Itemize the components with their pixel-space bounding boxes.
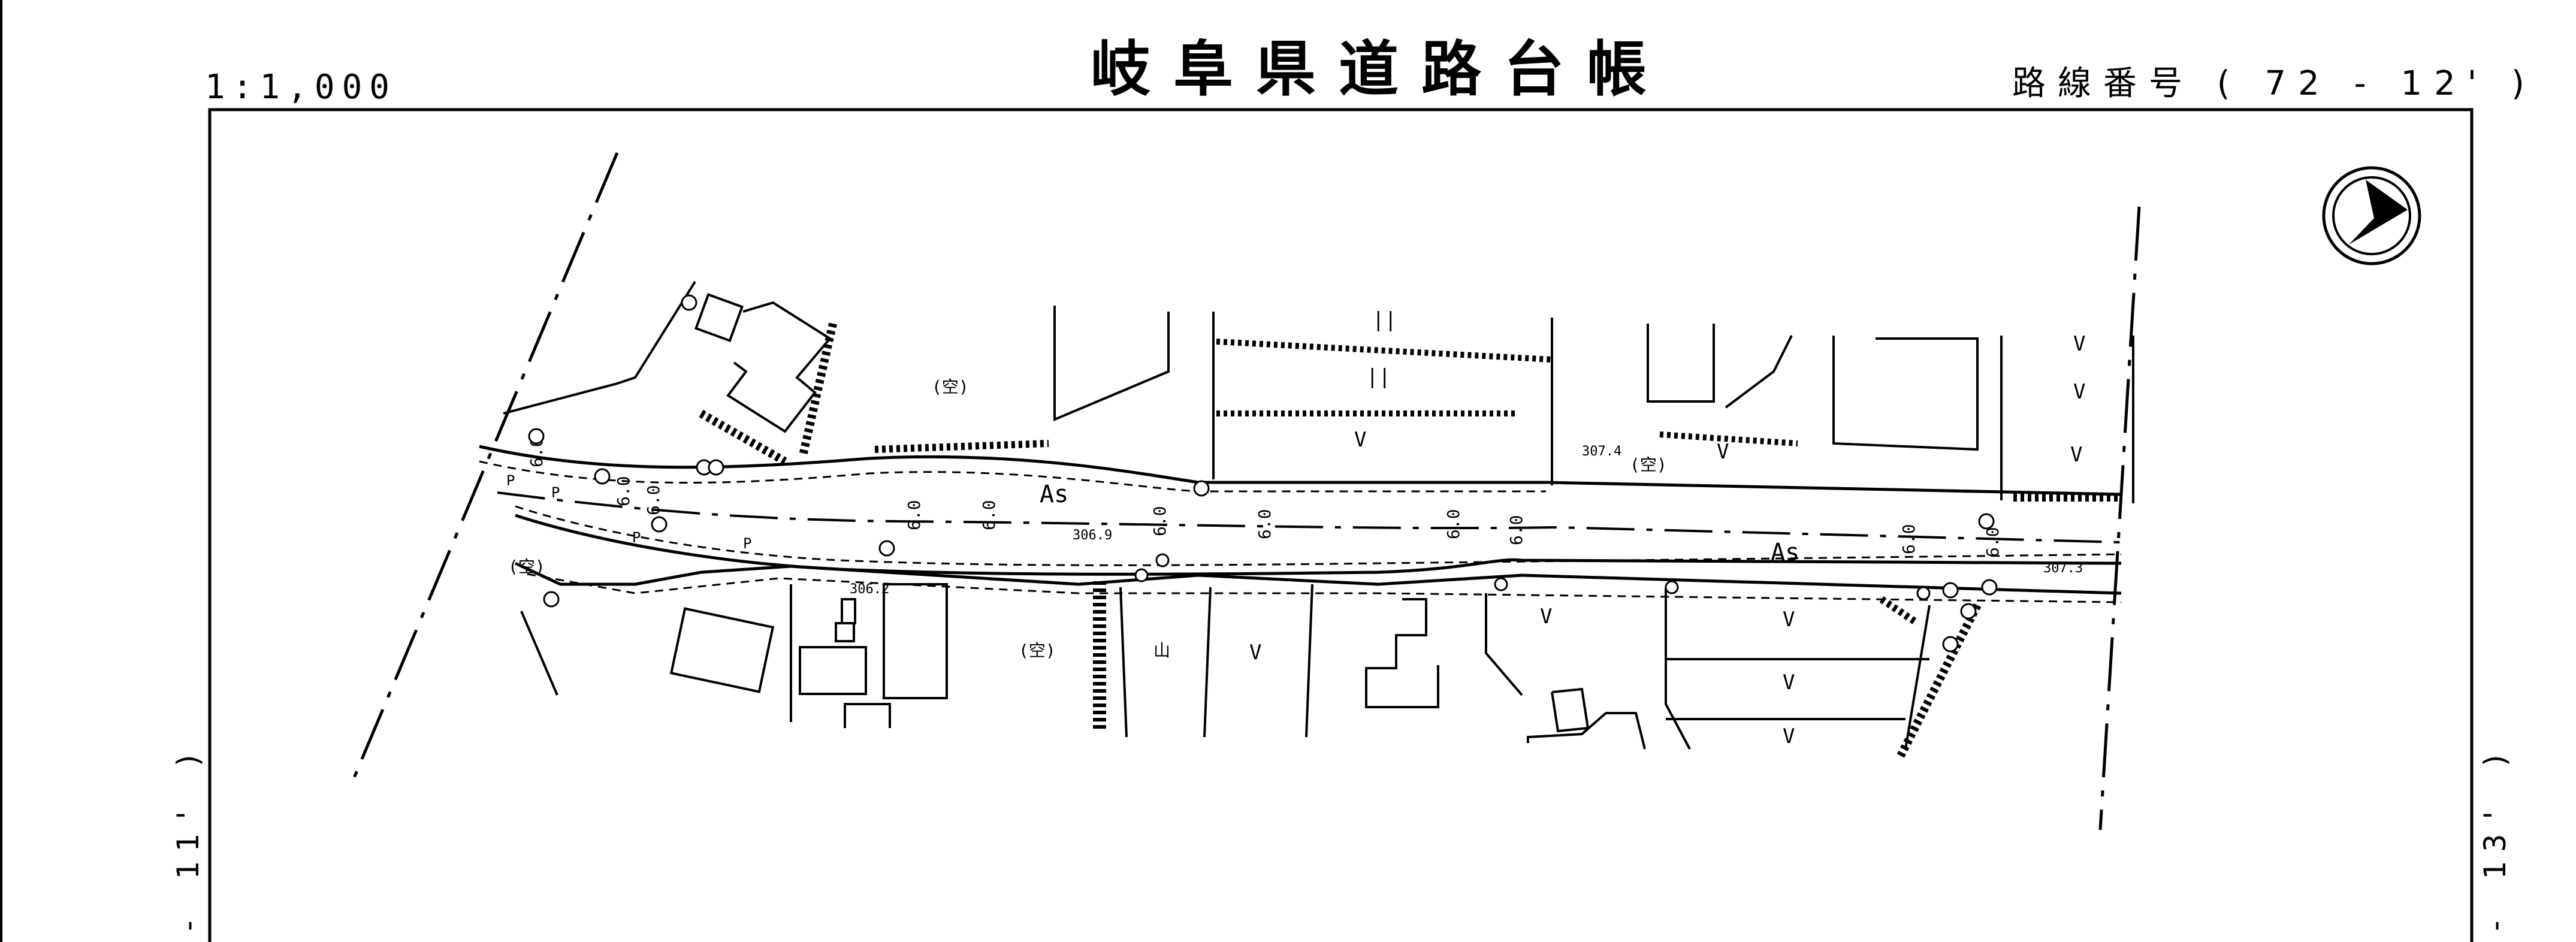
pole-mark: P: [551, 484, 560, 501]
width-label: 6.0: [1983, 527, 2003, 557]
map-frame: [208, 108, 2474, 942]
road-centerline: [497, 491, 2122, 544]
elevation-label: 307.4: [1582, 444, 1621, 459]
road-width-labels: 6.0 6.0 6.0 6.0 6.0 6.0 6.0 6.0 6.0 6.0 …: [527, 437, 2003, 557]
crop-symbol: V: [1783, 608, 1795, 632]
surface-label: As: [1771, 539, 1799, 566]
crop-symbol: V: [1783, 671, 1795, 695]
map-title: 岐阜県道路台帳: [1091, 34, 1669, 104]
crop-symbol: V: [1540, 605, 1552, 629]
route-number-label: 路線番号 ( 72 - 12' ): [2012, 64, 2536, 103]
crop-symbol: V: [2073, 332, 2085, 356]
width-label: 6.0: [979, 500, 999, 530]
width-label: 6.0: [1506, 515, 1526, 545]
crop-symbol: V: [1717, 440, 1729, 464]
width-label: 6.0: [644, 485, 663, 515]
elevation-label: 307.3: [2043, 561, 2083, 576]
crop-symbol: V: [1249, 641, 1261, 665]
north-arrow-icon: [2322, 166, 2421, 265]
width-label: 6.0: [1899, 524, 1919, 554]
paddy-symbol: ||: [1366, 365, 1391, 389]
vacant-lot-label: (空): [932, 377, 969, 397]
survey-markers: [528, 294, 1998, 653]
vacant-lot-label: (空): [1630, 455, 1667, 475]
width-label: 6.0: [1150, 506, 1170, 536]
elevation-label: 306.2: [850, 582, 889, 597]
surface-label: As: [1040, 481, 1068, 508]
fence-hatching: [699, 322, 2121, 760]
road-edges: [479, 445, 2122, 603]
width-label: 6.0: [904, 500, 924, 530]
width-label: 6.0: [1255, 509, 1275, 539]
building-outlines: [503, 280, 2134, 750]
width-label: 6.0: [614, 476, 633, 506]
crop-symbol: V: [1783, 724, 1795, 748]
paddy-symbol: ||: [1372, 308, 1397, 332]
elevation-label: 306.9: [1073, 528, 1112, 543]
pole-mark: P: [743, 535, 751, 552]
scale-label: 1:1,000: [205, 68, 397, 107]
crop-symbol: V: [2070, 443, 2082, 467]
width-label: 6.0: [1443, 509, 1463, 539]
mountain-symbol: 山: [1153, 641, 1170, 660]
crop-symbol: V: [2073, 380, 2085, 404]
pole-mark: P: [506, 472, 515, 489]
pole-mark: P: [632, 529, 641, 546]
map-labels: As As 306.9 306.2 307.4 307.3 (空) (空) (空…: [506, 308, 2085, 748]
sheet-left-edge: [0, 0, 2, 942]
crop-symbol: V: [1354, 428, 1366, 452]
route-boundary-lines: [352, 152, 2141, 831]
vacant-lot-label: (空): [1019, 641, 1056, 660]
vacant-lot-label: (空): [508, 557, 545, 576]
